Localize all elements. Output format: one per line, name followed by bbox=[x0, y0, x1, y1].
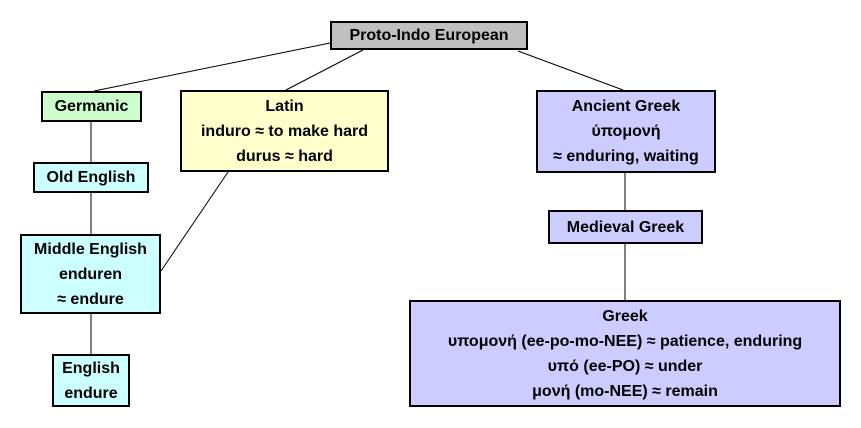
node-title: Middle English bbox=[34, 240, 147, 258]
node-germanic: Germanic bbox=[41, 91, 142, 122]
node-old-english: Old English bbox=[33, 162, 149, 193]
node-title: Ancient Greek bbox=[571, 98, 681, 115]
edge-pie-latin bbox=[285, 49, 364, 91]
node-medieval-greek: Medieval Greek bbox=[548, 210, 703, 244]
node-ancient-greek: Ancient Greek ύπομονή ≈ enduring, waitin… bbox=[536, 90, 716, 173]
node-definition: μονή (mo-NEE) ≈ remain bbox=[532, 382, 718, 400]
node-definition: ≈ endure bbox=[57, 290, 124, 308]
node-middle-english: Middle English enduren ≈ endure bbox=[20, 234, 161, 314]
node-label: Proto-Indo European bbox=[349, 27, 509, 44]
node-word: endure bbox=[64, 384, 118, 402]
node-title: English bbox=[62, 359, 120, 377]
edge-latin-middle-english bbox=[160, 171, 229, 272]
node-definition: ≈ enduring, waiting bbox=[553, 148, 699, 165]
node-label: Old English bbox=[46, 169, 136, 186]
node-definition: υπομονή (ee-po-mo-NEE) ≈ patience, endur… bbox=[447, 332, 803, 350]
node-definition: durus ≈ hard bbox=[236, 147, 333, 165]
node-latin: Latin induro ≈ to make hard durus ≈ hard bbox=[180, 90, 389, 172]
node-greek-word: ύπομονή bbox=[591, 123, 661, 140]
node-english-endure: English endure bbox=[52, 354, 130, 407]
node-definition: υπό (ee-PO) ≈ under bbox=[547, 357, 703, 375]
node-label: Germanic bbox=[54, 98, 129, 115]
edge-pie-ancient-greek bbox=[517, 50, 624, 91]
edge-pie-germanic bbox=[93, 42, 331, 92]
node-word: enduren bbox=[58, 265, 123, 283]
node-title: Latin bbox=[265, 97, 304, 115]
node-label: Medieval Greek bbox=[566, 218, 685, 236]
node-title: Greek bbox=[602, 307, 648, 325]
node-proto-indo-european: Proto-Indo European bbox=[330, 21, 528, 50]
node-greek: Greek υπομονή (ee-po-mo-NEE) ≈ patience,… bbox=[409, 300, 841, 407]
node-definition: induro ≈ to make hard bbox=[200, 122, 369, 140]
